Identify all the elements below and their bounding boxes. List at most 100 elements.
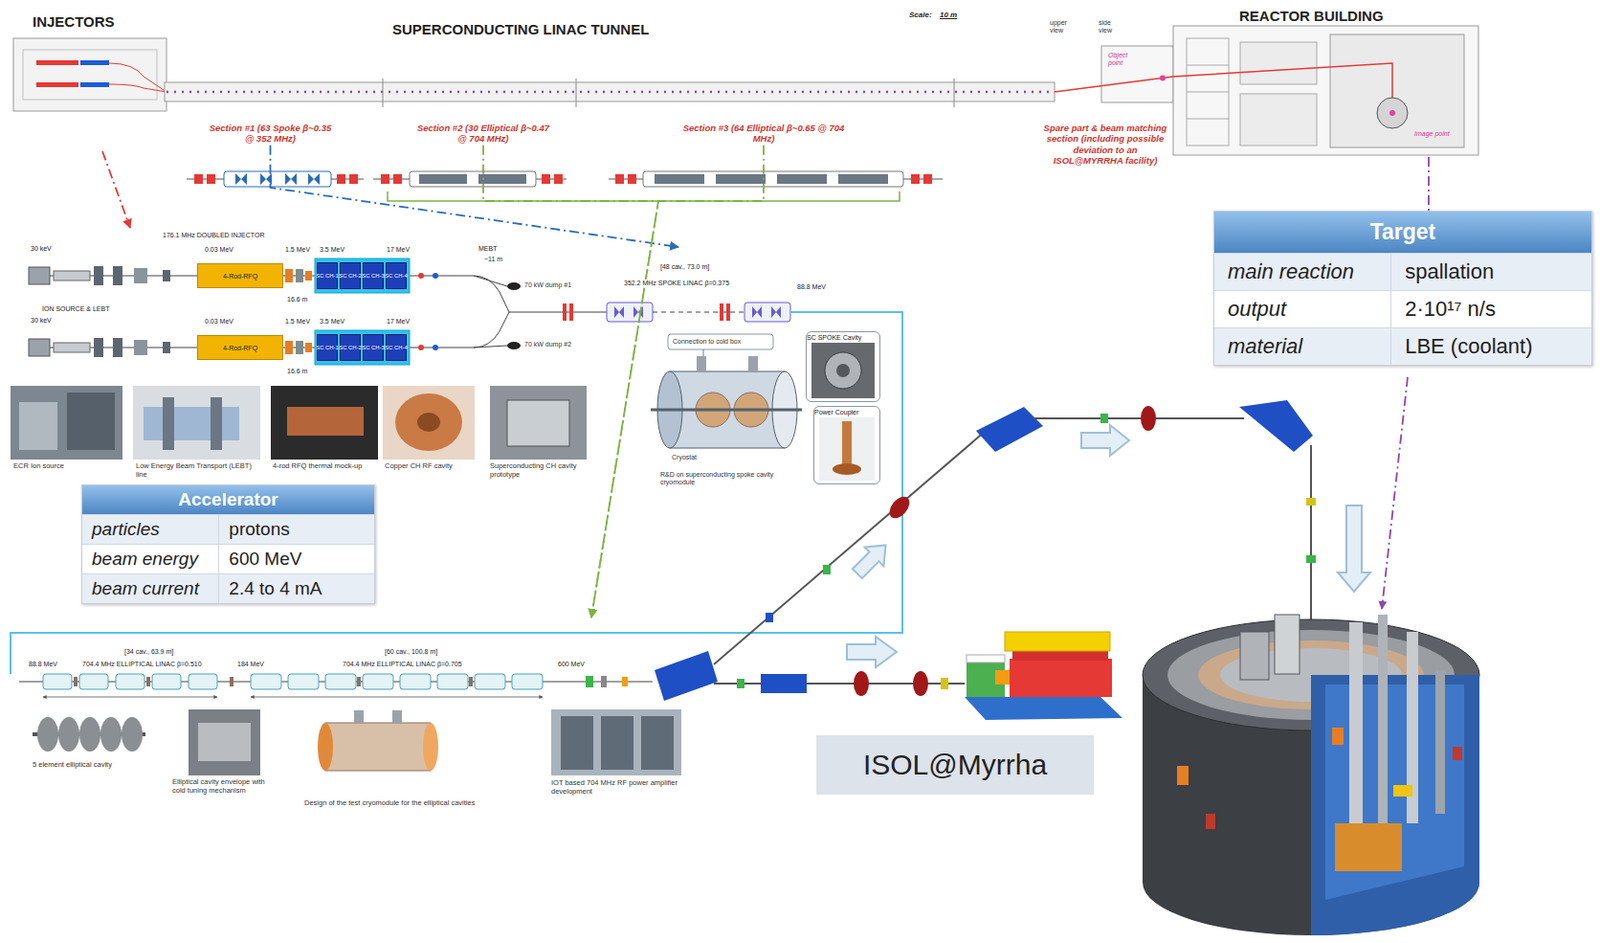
transfer-beamline	[1033, 417, 1245, 420]
tunnel-plan	[80, 60, 110, 66]
injector-beamline	[93, 266, 104, 286]
section-schematic	[235, 173, 247, 185]
table-cell: LBE (coolant)	[1391, 327, 1592, 365]
elliptical-photo	[325, 722, 431, 771]
injector-beamline	[285, 268, 293, 283]
photo-caption: Superconducting CH cavity prototype	[489, 462, 594, 479]
node-text: 704.4 MHz ELLIPTICAL LINAC β=0.705	[342, 660, 463, 668]
cavity-box: SC CH-2	[339, 262, 361, 289]
elliptical-beamline	[600, 675, 607, 688]
annotation: 70 kW dump #2	[524, 340, 572, 349]
cryomodule-drawing	[650, 408, 802, 412]
beam-annotation: 0.03 MeV	[204, 245, 234, 254]
injector-beamline	[314, 258, 410, 293]
injector-beamline	[28, 258, 448, 293]
injector-photo	[287, 406, 364, 436]
table-cell: protons	[219, 513, 375, 544]
section-schematic	[923, 174, 933, 184]
mebt-beamline	[507, 282, 521, 290]
elliptical-beamline	[468, 676, 473, 687]
injector-beamline	[112, 266, 123, 286]
section-schematic	[285, 173, 297, 185]
optics-point-label: Object point	[1108, 51, 1143, 67]
tunnel-plan	[1240, 93, 1317, 146]
leader-line	[1381, 377, 1408, 609]
node-text: SC CH-4	[384, 344, 407, 351]
transfer-beamline	[736, 678, 745, 689]
elliptical-beamline	[73, 676, 78, 687]
tunnel-plan	[1186, 118, 1229, 120]
table-cell: output	[1214, 289, 1392, 328]
beam-direction-arrow	[1081, 424, 1130, 456]
elliptical-photo	[600, 715, 634, 770]
section-schematic	[541, 174, 551, 184]
injector-beamline	[305, 270, 312, 281]
tunnel-plan	[1101, 45, 1174, 103]
isol-target	[966, 654, 1005, 663]
section-schematic	[715, 174, 766, 184]
node-text: SC CH-1	[315, 344, 338, 351]
transfer-beamline	[912, 670, 929, 696]
mebt-beamline	[569, 303, 574, 321]
tunnel-plan	[1173, 25, 1479, 156]
section-schematic	[186, 171, 943, 201]
tunnel-plan	[1159, 74, 1166, 81]
node-text: SC CH-2	[338, 344, 361, 351]
node-text: INJECTORS	[32, 13, 115, 30]
elliptical-beamline	[474, 673, 506, 689]
injector-photo	[382, 385, 475, 460]
bracket	[387, 191, 900, 201]
dash-dot-connector	[102, 151, 131, 228]
isol-target	[1009, 658, 1112, 697]
reactor-vessel	[1334, 822, 1402, 871]
annotation: Cryostat	[671, 453, 697, 462]
annotation: 70 kW dump #1	[524, 281, 572, 289]
photo-caption: Elliptical cavity envelope with cold tun…	[172, 777, 278, 795]
table-cell: main reaction	[1214, 252, 1392, 290]
beam-direction-arrow	[846, 636, 897, 667]
cryomodule-drawing	[696, 355, 707, 372]
section-schematic	[419, 174, 467, 184]
beam-annotation: 3.5 MeV	[319, 317, 345, 326]
node-text: REACTOR BUILDING	[1239, 7, 1384, 24]
section-schematic	[478, 174, 527, 184]
beam-annotation: 17 MeV	[386, 317, 410, 326]
tunnel-plan	[1330, 34, 1465, 148]
node-text: 4-Rod-RFQ	[222, 344, 258, 352]
isol-target	[995, 669, 1010, 685]
transfer-beamline	[765, 612, 774, 623]
section-schematic	[223, 171, 332, 187]
beam-annotation: 184 MeV	[237, 660, 265, 668]
linac-envelope	[10, 311, 903, 674]
elliptical-beamline	[188, 673, 218, 689]
injector-photo	[10, 385, 123, 460]
tunnel-plan	[1186, 91, 1229, 93]
table-cell: material	[1214, 327, 1392, 365]
cryomodule-drawing	[667, 333, 774, 350]
transfer-beamline	[1140, 405, 1156, 431]
transfer-beamline	[822, 564, 831, 575]
injector-beamline	[133, 267, 148, 284]
node-text: Section #1 (63 Spoke β~0.35 @ 352 MHz)	[206, 122, 334, 145]
rfq-box: 4-Rod-RFQ	[197, 334, 284, 360]
section-schematic	[349, 174, 358, 184]
tunnel-plan	[1186, 38, 1229, 146]
mebt-beamline	[562, 303, 567, 321]
cryomodule-drawing	[824, 352, 862, 389]
table-cell: beam energy	[82, 543, 220, 574]
elliptical-beamline	[250, 673, 282, 689]
section-schematic	[194, 174, 203, 184]
section-schematic	[654, 174, 705, 184]
elliptical-photo	[392, 710, 402, 723]
parameter-table: Acceleratorparticlesprotonsbeam energy60…	[81, 484, 376, 604]
elliptical-photo	[317, 722, 334, 771]
tunnel-plan	[36, 82, 79, 88]
cryomodule-drawing	[650, 333, 875, 481]
facility-box: ISOL@Myrrha	[816, 734, 1094, 795]
elliptical-photo	[58, 716, 80, 752]
section-schematic	[627, 174, 637, 184]
mebt-beamline	[606, 302, 653, 322]
elliptical-photo	[100, 716, 122, 752]
mebt-beamline	[507, 341, 521, 350]
node-text: SC CH-4	[384, 272, 407, 279]
